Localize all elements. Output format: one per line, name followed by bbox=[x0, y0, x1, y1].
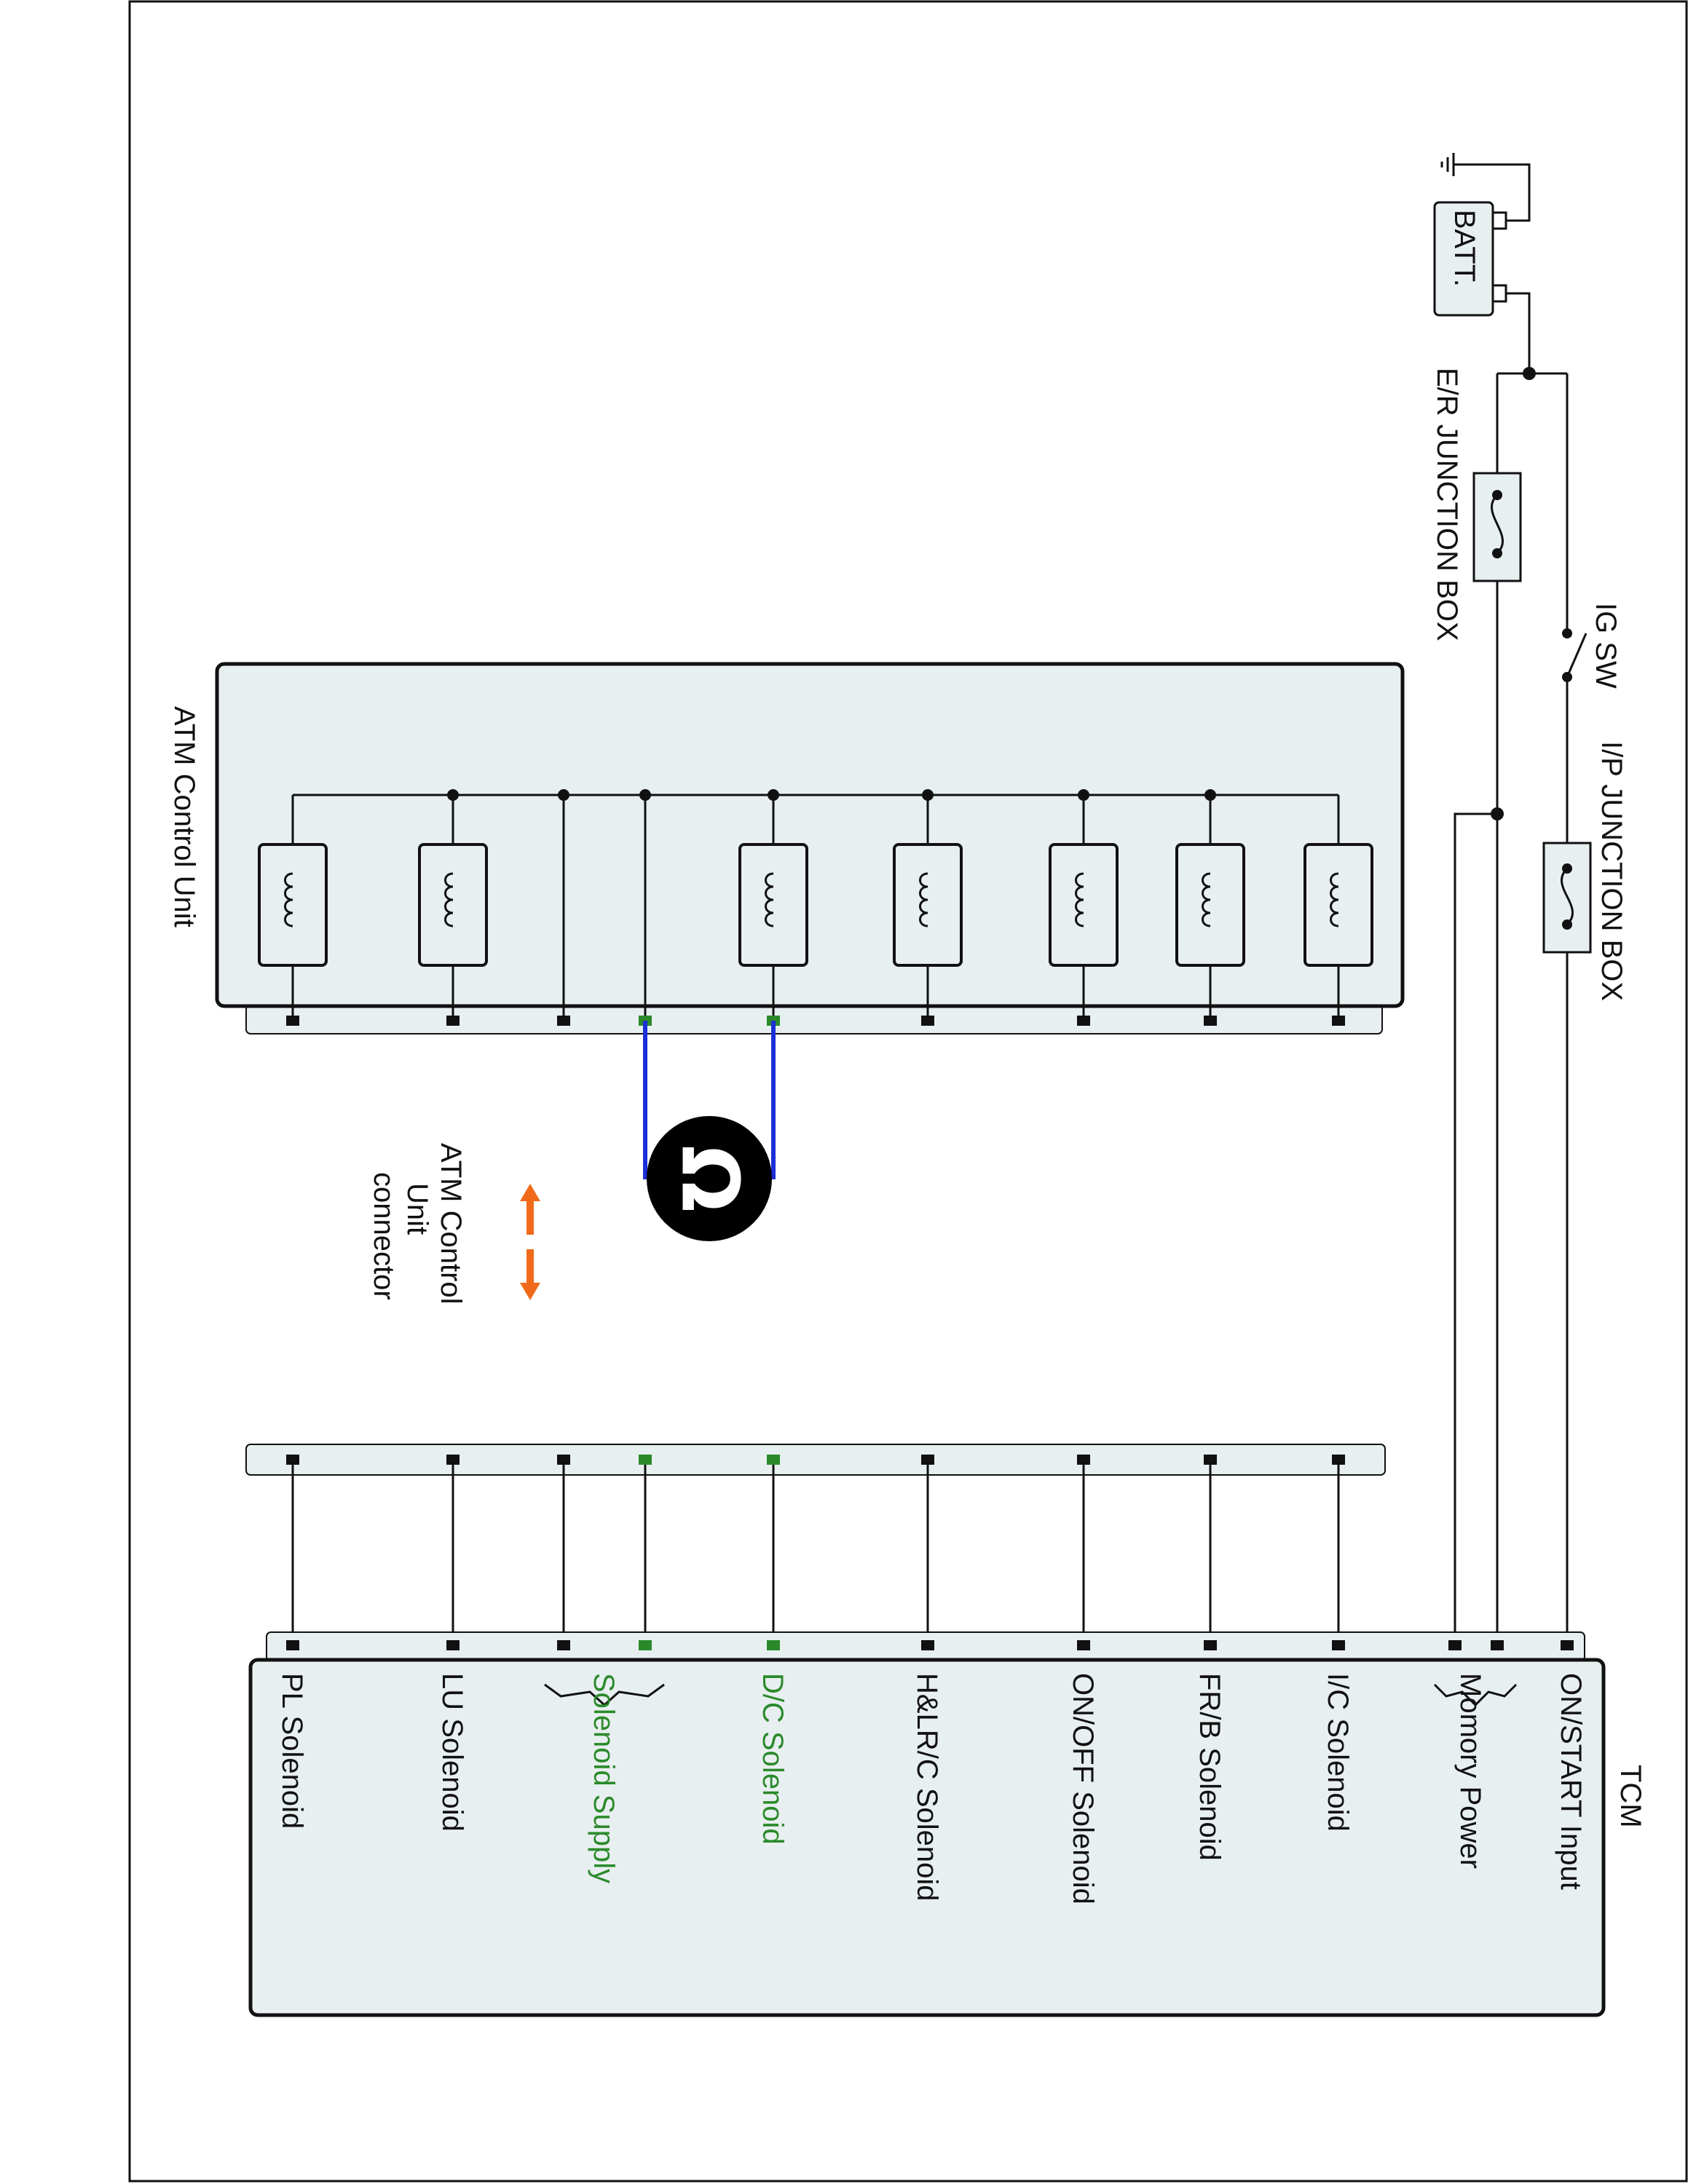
harness-connector bbox=[245, 1444, 1386, 1476]
tcm-pin-labels: ON/START Input Momory Power I/C Solenoid FR… bbox=[276, 1673, 1587, 1904]
harness-terminal bbox=[1077, 1455, 1090, 1465]
page-frame bbox=[128, 0, 1688, 2183]
atm-bus-dot bbox=[768, 789, 779, 801]
harness-terminal bbox=[639, 1455, 652, 1465]
tcm-pin-label: H&LR/C Solenoid bbox=[911, 1673, 943, 1902]
solenoid-coil-icon bbox=[258, 843, 328, 967]
atm-bus-dot bbox=[447, 789, 459, 801]
harness-terminal bbox=[1332, 1455, 1345, 1465]
solenoid-coil-icon bbox=[1175, 843, 1245, 967]
harness-terminal bbox=[767, 1455, 780, 1465]
tcm-pin-label: PL Solenoid bbox=[276, 1673, 308, 1829]
battery: BATT. bbox=[1433, 201, 1507, 317]
harness-terminal bbox=[446, 1455, 460, 1465]
atm-terminal bbox=[1332, 1016, 1345, 1026]
memory-branch-wire bbox=[1454, 812, 1497, 1644]
atm-bus-dot bbox=[1078, 789, 1089, 801]
harness-terminal bbox=[1204, 1455, 1217, 1465]
ip-fuse-icon bbox=[1542, 842, 1592, 954]
tcm-pin-label: FR/B Solenoid bbox=[1194, 1673, 1226, 1861]
tcm-terminal bbox=[639, 1640, 652, 1650]
harness-wires bbox=[286, 1455, 1345, 1645]
tcm-pin-label: LU Solenoid bbox=[436, 1673, 468, 1832]
tcm-pin-label: I/C Solenoid bbox=[1322, 1673, 1354, 1832]
atm-terminal bbox=[921, 1016, 934, 1026]
harness-terminal bbox=[557, 1455, 570, 1465]
tcm-box bbox=[248, 1631, 1606, 2017]
atm-bus-dot bbox=[922, 789, 934, 801]
atm-terminal bbox=[1204, 1016, 1217, 1026]
atm-connector-terminals bbox=[286, 1016, 1345, 1026]
tcm-terminal bbox=[557, 1640, 570, 1650]
solenoid-supply-brace bbox=[544, 1683, 665, 1707]
tcm-label: TCM bbox=[1614, 1765, 1646, 1828]
tcm-terminal bbox=[1561, 1640, 1574, 1650]
solenoid-coil-icon bbox=[418, 843, 488, 967]
harness-terminal bbox=[921, 1455, 934, 1465]
tcm-terminal bbox=[1448, 1640, 1462, 1650]
solenoid-coil-icon bbox=[1304, 843, 1373, 967]
solenoid-coil-icon bbox=[1049, 843, 1119, 967]
tcm-pin-label: ON/OFF Solenoid bbox=[1067, 1673, 1099, 1904]
solenoid-coil-icon bbox=[738, 843, 808, 967]
er-fuse-icon bbox=[1472, 472, 1522, 582]
tcm-terminal bbox=[1077, 1640, 1090, 1650]
er-box-label: E/R JUNCTION BOX bbox=[1431, 368, 1463, 641]
tcm-terminal bbox=[921, 1640, 934, 1650]
meter-symbol: Ω bbox=[664, 1145, 755, 1212]
harness-terminal bbox=[286, 1455, 299, 1465]
ohmmeter-icon[interactable]: Ω bbox=[647, 1116, 772, 1241]
atm-solenoids bbox=[258, 789, 1373, 1021]
tcm-terminals bbox=[286, 1640, 1574, 1650]
tcm-pin-label: Momory Power bbox=[1454, 1673, 1486, 1869]
tcm-terminal bbox=[767, 1640, 780, 1650]
connector-label-line3: connector bbox=[368, 1172, 400, 1300]
tcm-pin-label: ON/START Input bbox=[1555, 1673, 1587, 1890]
atm-unit-label: ATM Control Unit bbox=[168, 706, 200, 927]
solenoid-coil-icon bbox=[893, 843, 963, 967]
battery-feed-wire bbox=[1506, 292, 1531, 373]
atm-bus-dot bbox=[558, 789, 569, 801]
tcm-terminal bbox=[1491, 1640, 1504, 1650]
atm-terminal bbox=[286, 1016, 299, 1026]
tcm-terminal bbox=[286, 1640, 299, 1650]
ig-switch-icon[interactable] bbox=[1562, 628, 1588, 682]
ip-box-label: I/P JUNCTION BOX bbox=[1596, 741, 1628, 1001]
atm-bus-dot bbox=[639, 789, 651, 801]
ig-switch-label: IG SW bbox=[1590, 603, 1622, 689]
battery-label: BATT. bbox=[1448, 210, 1480, 287]
atm-bus-dot bbox=[1204, 789, 1216, 801]
tcm-terminal bbox=[1332, 1640, 1345, 1650]
memory-power-brace bbox=[1433, 1683, 1518, 1707]
connector-arrow-icon bbox=[520, 1184, 540, 1300]
atm-terminal bbox=[446, 1016, 460, 1026]
tcm-pin-label: Solenoid Supply bbox=[588, 1673, 620, 1883]
atm-terminal bbox=[1077, 1016, 1090, 1026]
atm-terminal bbox=[557, 1016, 570, 1026]
tcm-pin-label: D/C Solenoid bbox=[757, 1673, 789, 1845]
connector-label-line1: ATM Control bbox=[435, 1143, 467, 1305]
tcm-terminal bbox=[446, 1640, 460, 1650]
connector-label-line2: Unit bbox=[401, 1183, 433, 1235]
ground-icon bbox=[1440, 153, 1531, 222]
tcm-terminal bbox=[1204, 1640, 1217, 1650]
